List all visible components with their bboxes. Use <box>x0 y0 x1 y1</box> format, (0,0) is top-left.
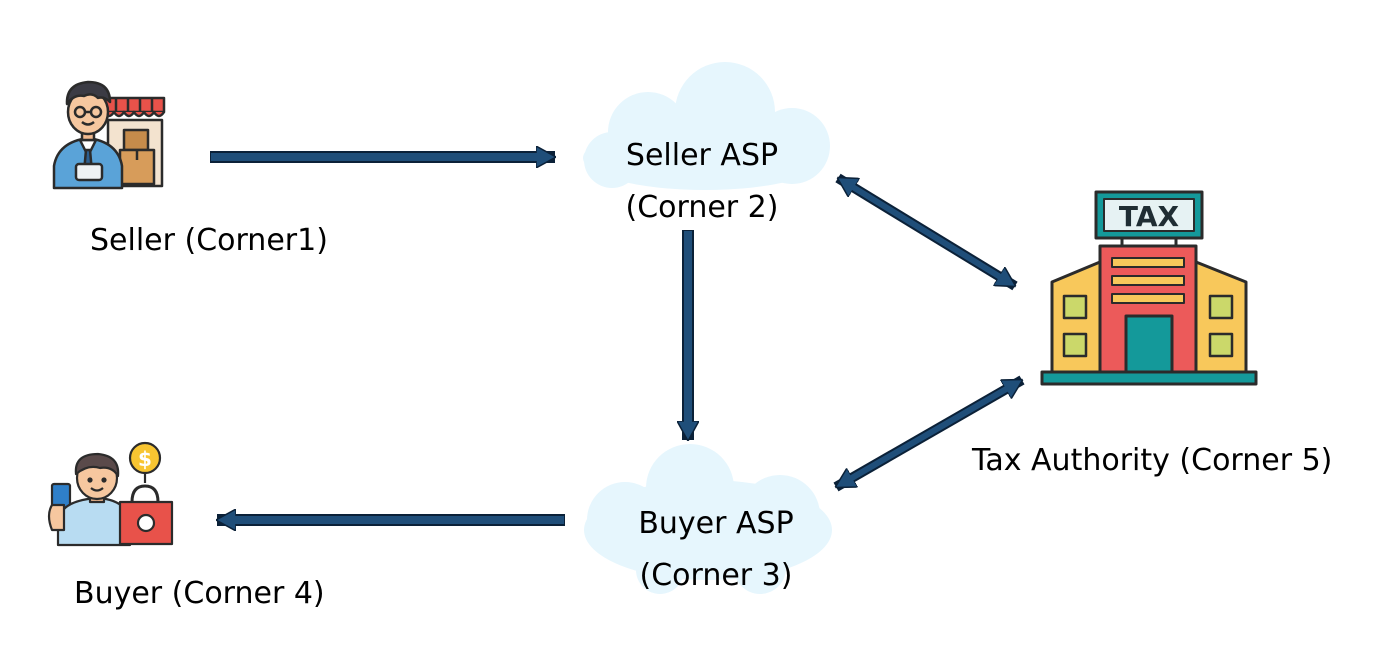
edge-buyer-asp-tax-authority <box>833 375 1025 492</box>
tax-authority-label: Tax Authority (Corner 5) <box>971 443 1332 478</box>
buyer-asp-label-line1: Buyer ASP <box>638 506 793 541</box>
buyer-asp-label-line2: (Corner 3) <box>640 558 793 593</box>
buyer-label: Buyer (Corner 4) <box>74 576 325 611</box>
tax-sign-text: TAX <box>1119 200 1180 233</box>
seller-asp-label-line2: (Corner 2) <box>626 190 779 225</box>
cloud-icon <box>583 62 830 190</box>
buyer-node: $ Buyer (Corner 4) <box>47 441 325 611</box>
seller-asp-label-line1: Seller ASP <box>626 138 778 173</box>
seller-node: Seller (Corner1) <box>52 80 328 258</box>
svg-text:$: $ <box>138 447 152 471</box>
tax-building-icon: TAX <box>1040 190 1258 386</box>
tax-authority-node: TAX Tax Authority (Corner 5) <box>971 190 1332 478</box>
shopper-icon: $ <box>47 441 174 547</box>
cloud-icon <box>584 444 832 594</box>
seller-label: Seller (Corner1) <box>90 223 328 258</box>
edges <box>210 157 1025 520</box>
buyer-asp-node: Buyer ASP (Corner 3) <box>584 444 832 594</box>
edge-seller-asp-tax-authority <box>835 173 1018 291</box>
shopkeeper-icon <box>52 80 166 190</box>
seller-asp-node: Seller ASP (Corner 2) <box>583 62 830 225</box>
